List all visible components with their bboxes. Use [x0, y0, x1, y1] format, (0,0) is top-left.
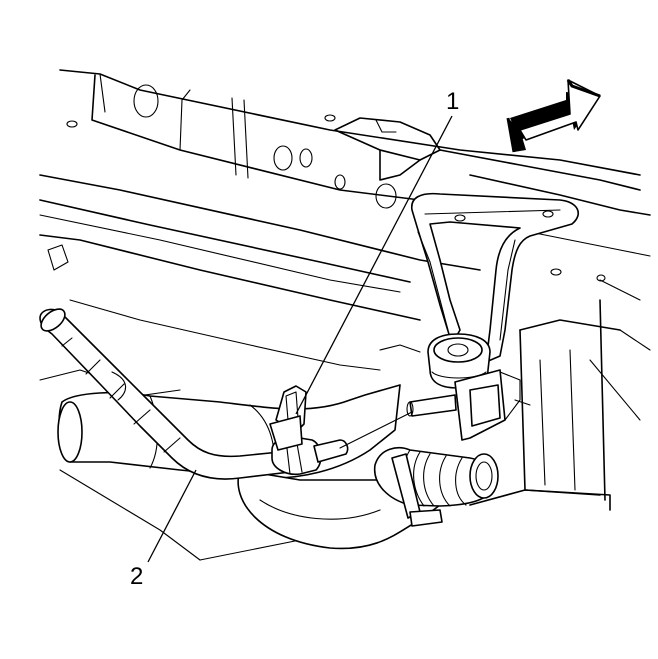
hose-clamp — [269, 385, 349, 476]
muffler-connector — [373, 447, 499, 527]
callout-2-label: 2 — [130, 563, 144, 590]
callout-1-leader — [295, 115, 453, 415]
callout-1-label: 1 — [446, 88, 460, 115]
vehicle-frame — [39, 69, 651, 511]
callout-2-leader — [147, 469, 197, 563]
rubber-isolator-bracket — [406, 192, 580, 441]
direction-arrow-icon — [506, 79, 601, 153]
assembly-line — [339, 411, 413, 449]
